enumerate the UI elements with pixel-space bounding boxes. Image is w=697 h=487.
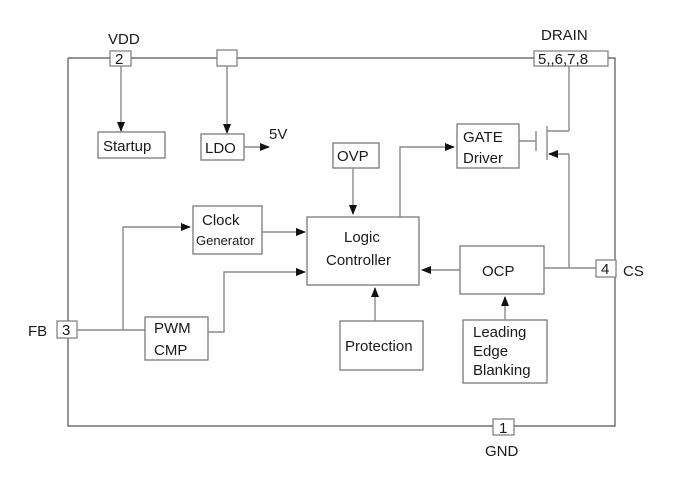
pin-label-gnd: GND bbox=[485, 443, 519, 460]
pin-box-gnd bbox=[492, 418, 515, 436]
ldo-output-label: 5V bbox=[269, 126, 287, 143]
pin-label-vdd: VDD bbox=[108, 31, 140, 48]
internal-node bbox=[216, 49, 238, 67]
logic-controller-label-2: Controller bbox=[326, 252, 391, 269]
ovp-block bbox=[332, 142, 380, 169]
ldo-block bbox=[200, 133, 245, 161]
pin-number-gnd: 1 bbox=[499, 420, 507, 437]
ic-boundary bbox=[67, 57, 616, 427]
pin-box-drain bbox=[533, 50, 609, 67]
gate-driver-label-2: Driver bbox=[463, 150, 503, 167]
ovp-label: OVP bbox=[337, 148, 369, 165]
startup-block bbox=[97, 131, 166, 159]
leb-block bbox=[462, 319, 548, 384]
protection-block bbox=[339, 320, 424, 371]
clock-generator-label-1: Clock bbox=[202, 212, 240, 229]
pin-number-vdd: 2 bbox=[115, 51, 123, 68]
gate-driver-block bbox=[456, 123, 520, 169]
pin-label-drain: DRAIN bbox=[541, 27, 588, 44]
pin-number-fb: 3 bbox=[62, 322, 70, 339]
logic-controller-label-1: Logic bbox=[344, 229, 380, 246]
clock-generator-block bbox=[192, 205, 263, 255]
pwm-cmp-label-1: PWM bbox=[154, 320, 191, 337]
protection-label: Protection bbox=[345, 338, 413, 355]
ldo-label: LDO bbox=[205, 140, 236, 157]
startup-label: Startup bbox=[103, 138, 151, 155]
ocp-label: OCP bbox=[482, 263, 515, 280]
leb-label-1: Leading bbox=[473, 324, 526, 341]
logic-controller-block bbox=[306, 216, 420, 286]
pin-label-fb: FB bbox=[28, 323, 47, 340]
pin-number-cs: 4 bbox=[601, 261, 609, 278]
gate-driver-label-1: GATE bbox=[463, 129, 503, 146]
ocp-block bbox=[459, 245, 545, 295]
mosfet-symbol bbox=[519, 66, 570, 268]
wire-logic-gate bbox=[399, 143, 455, 217]
pin-number-drain: 5,,6,7,8 bbox=[538, 51, 588, 68]
pin-box-cs bbox=[595, 259, 617, 278]
leb-label-3: Blanking bbox=[473, 362, 531, 379]
pin-label-cs: CS bbox=[623, 263, 644, 280]
wire-pwm-logic bbox=[208, 268, 306, 333]
pwm-cmp-block bbox=[144, 316, 209, 361]
pwm-cmp-label-2: CMP bbox=[154, 342, 187, 359]
clock-generator-label-2: Generator bbox=[196, 233, 255, 248]
leb-label-2: Edge bbox=[473, 343, 508, 360]
wire-fb-clock bbox=[122, 223, 191, 330]
